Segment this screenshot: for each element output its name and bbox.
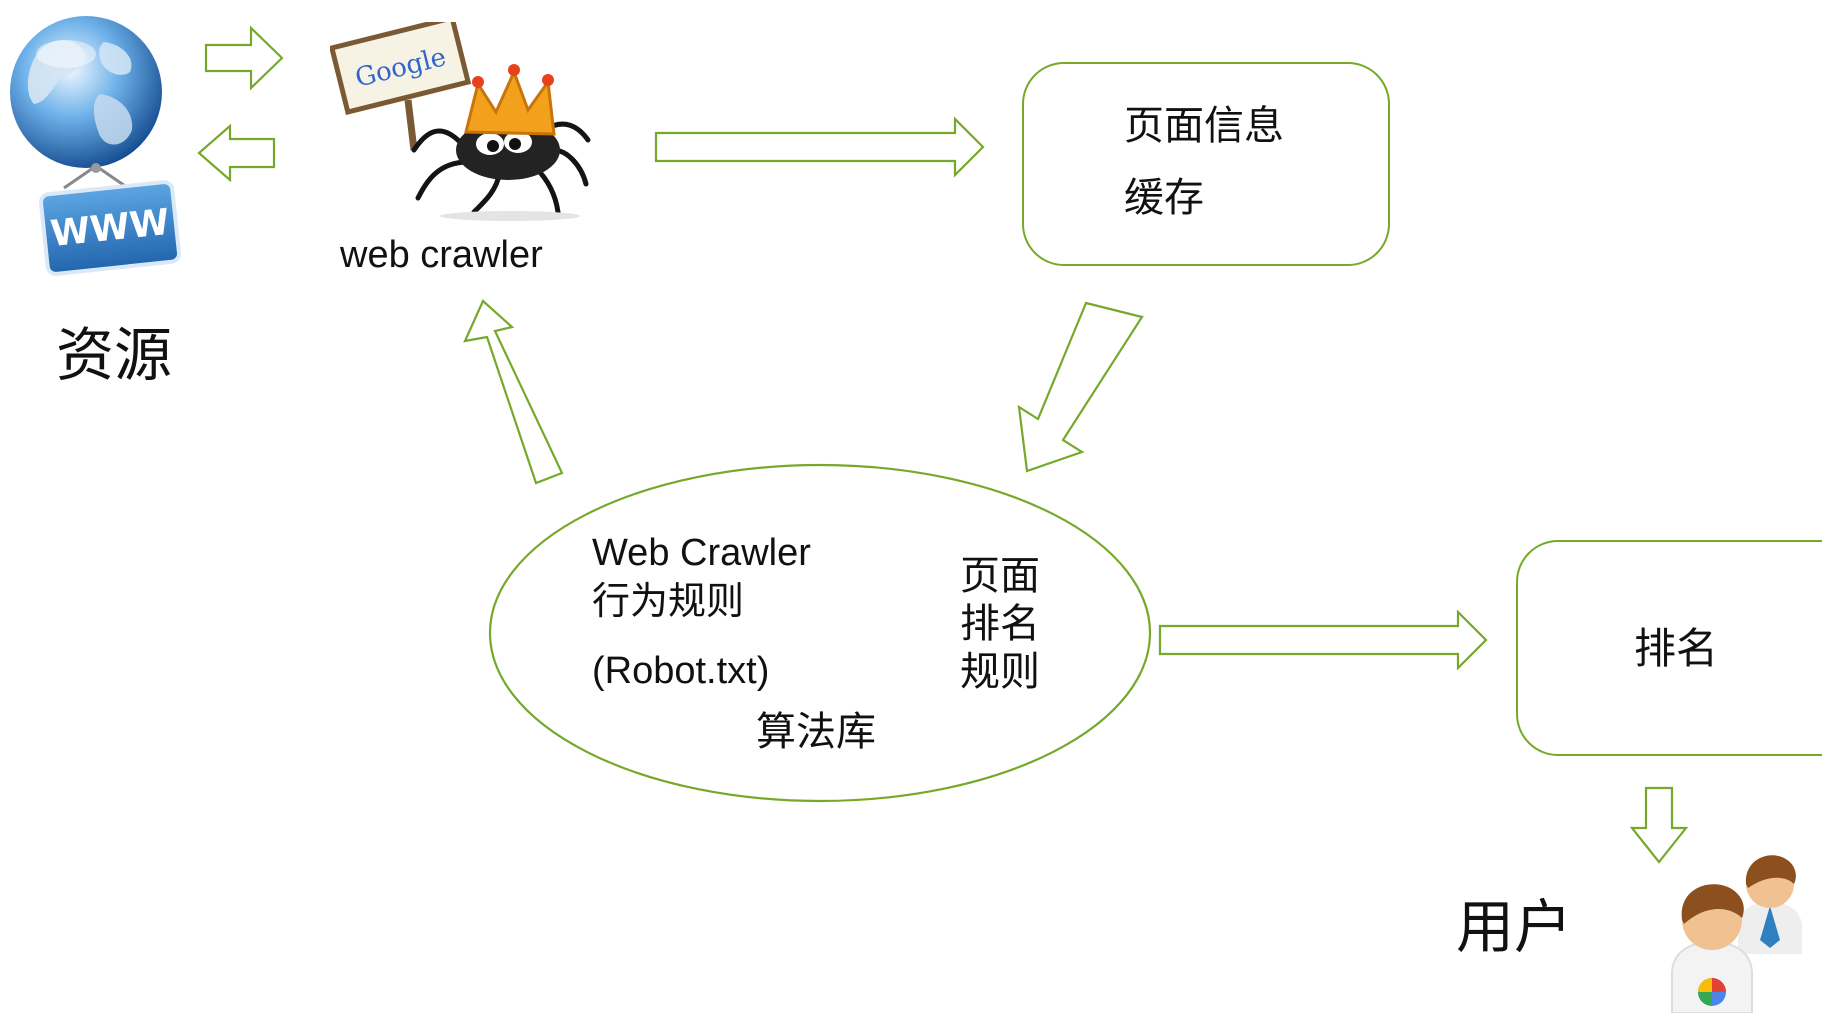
arrow-cache-to-algorithm	[1017, 301, 1144, 473]
arrow-algorithm-to-ranking	[1158, 609, 1488, 671]
arrow-algorithm-to-crawler	[463, 299, 564, 485]
ranking-box: 排名	[1516, 540, 1822, 756]
arrow-crawler-to-resource	[197, 123, 276, 183]
arrow-ranking-to-user	[1629, 786, 1689, 864]
cache-label-line2: 缓存	[1124, 175, 1204, 221]
algorithm-library-ellipse	[488, 463, 1152, 803]
arrow-resource-to-crawler	[204, 25, 284, 91]
crawler-label: web crawler	[340, 234, 543, 276]
crawler-rules-subtitle: 行为规则	[592, 579, 745, 623]
rank-rules-line1: 页面	[960, 553, 1040, 599]
rank-rules-line2: 排名	[960, 601, 1040, 647]
rank-rules-line3: 规则	[960, 649, 1040, 695]
users-icon	[1671, 855, 1802, 1013]
arrow-crawler-to-cache	[654, 116, 985, 178]
user-label: 用户	[1456, 893, 1573, 961]
globe-www-icon: WWW	[10, 16, 182, 276]
crawler-rules-title: Web Crawler	[592, 532, 811, 574]
resource-label: 资源	[56, 321, 173, 389]
ranking-label: 排名	[1634, 624, 1719, 673]
page-cache-box: 页面信息 缓存	[1022, 62, 1390, 266]
robots-label: (Robot.txt)	[592, 650, 770, 692]
google-spider-icon: Google	[330, 22, 591, 221]
algorithm-library-label: 算法库	[756, 709, 876, 755]
cache-label-line1: 页面信息	[1124, 103, 1284, 149]
